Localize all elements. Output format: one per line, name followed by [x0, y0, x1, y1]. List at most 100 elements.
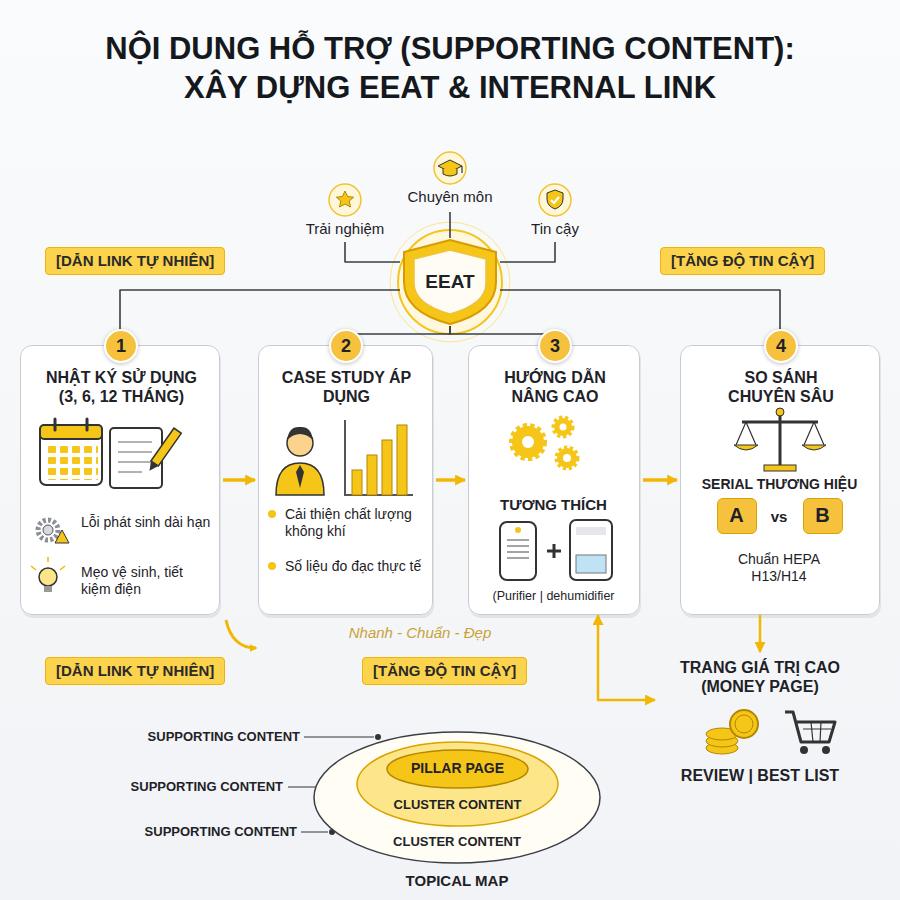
gears-icon	[560, 424, 567, 431]
flow-arrow	[226, 620, 256, 648]
scales-icon	[764, 465, 796, 471]
cart-icon	[803, 722, 831, 742]
node-text: [TĂNG ĐỘ TIN CẬY]	[671, 252, 814, 270]
scales-icon	[776, 408, 784, 416]
node-text: PILLAR PAGE	[385, 760, 530, 777]
flow-arrow	[759, 615, 762, 652]
scales-icon	[736, 422, 824, 445]
node-text: Số liệu đo đạc thực tế	[285, 558, 425, 575]
eeat-shield: EEAT	[400, 238, 500, 326]
callout-label: SUPPORTING CONTENT	[132, 824, 297, 840]
node-text: 1	[106, 331, 136, 361]
step-number: 2	[329, 329, 363, 363]
callout-label: SUPPORTING CONTENT	[135, 729, 300, 745]
node-text: Cải thiện chất lượng không khí	[285, 506, 425, 540]
calendar-icon	[40, 425, 102, 439]
person-icon	[296, 465, 304, 488]
node-text: Lỗi phát sinh dài hạn	[81, 514, 211, 531]
card-fill	[258, 345, 433, 615]
node-text: SO SÁNH CHUYÊN SÂU	[716, 368, 846, 406]
eeat-halo	[390, 222, 510, 342]
bulb-icon	[31, 557, 65, 592]
gears-icon	[512, 418, 577, 468]
brand-box: A	[717, 498, 757, 534]
eeat-halo	[398, 230, 502, 334]
dehumidifier-icon	[576, 555, 606, 573]
trust-icon	[551, 197, 559, 203]
node-text: CASE STUDY ÁP DỤNG	[281, 368, 412, 406]
trust-icon	[547, 190, 563, 209]
content-card: HƯỚNG DẪN NÂNG CAOTƯƠNG THÍCH(Purifier |…	[468, 345, 640, 615]
gears-icon	[522, 436, 534, 448]
node-text: Tin cậy	[505, 220, 605, 238]
diagram-title: NỘI DUNG HỖ TRỢ (SUPPORTING CONTENT): XÂ…	[80, 30, 820, 108]
scales-icon	[734, 445, 758, 450]
experience-icon	[336, 191, 353, 207]
node-text: Chuyên môn	[400, 188, 500, 206]
calendar-icon	[48, 446, 98, 480]
content-card: CASE STUDY ÁP DỤNG Cải thiện chất lượng k…	[258, 345, 433, 615]
topic-ring: CLUSTER CONTENT PILLAR PAGE	[355, 740, 560, 828]
dehumidifier-icon	[570, 520, 612, 580]
warning-gear-icon	[38, 520, 58, 540]
tag-badge: [DẪN LINK TỰ NHIÊN]	[45, 247, 225, 275]
pillar-ellipse: PILLAR PAGE	[385, 748, 530, 790]
purifier-icon	[507, 540, 529, 558]
coins-icon	[730, 710, 758, 738]
map-caption: TOPICAL MAP	[357, 872, 557, 890]
node-text: [TĂNG ĐỘ TIN CẬY]	[373, 662, 516, 680]
node-text: 2	[331, 331, 361, 361]
bulb-icon	[44, 586, 52, 592]
node-text: NHẬT KÝ SỬ DỤNG (3, 6, 12 THÁNG)	[39, 368, 204, 406]
bar-chart-icon	[345, 420, 413, 495]
tag-badge: [TĂNG ĐỘ TIN CẬY]	[660, 247, 825, 275]
tag-badge: [DẪN LINK TỰ NHIÊN]	[45, 657, 225, 685]
trust-icon	[539, 184, 571, 216]
bar-chart-icon	[397, 425, 407, 495]
calendar-icon	[40, 425, 102, 485]
node-text: Chuẩn HEPA H13/H14	[719, 551, 839, 585]
gears-icon	[512, 426, 544, 458]
content-card: SO SÁNH CHUYÊN SÂUSERIAL THƯƠNG HIỆUvsCh…	[680, 345, 880, 615]
bullet-dot	[268, 510, 276, 518]
node-text: HƯỚNG DẪN NÂNG CAO	[490, 368, 620, 406]
node-text: EEAT	[400, 271, 500, 294]
calendar-icon	[86, 419, 89, 430]
cart-icon	[822, 746, 830, 754]
node-text: 4	[766, 331, 796, 361]
cart-icon	[800, 746, 808, 754]
eeat-halo	[390, 222, 510, 342]
warning-gear-icon	[55, 530, 69, 543]
content-card: NHẬT KÝ SỬ DỤNG (3, 6, 12 THÁNG) Lỗi phát…	[20, 345, 220, 615]
calendar-icon	[54, 419, 57, 430]
bar-chart-icon	[352, 470, 362, 495]
node-text: Trải nghiệm	[295, 220, 395, 238]
node-text: CLUSTER CONTENT	[355, 797, 560, 813]
node-text: 3	[540, 331, 570, 361]
scales-icon	[802, 445, 826, 450]
node-text: [DẪN LINK TỰ NHIÊN]	[56, 252, 214, 270]
bar-chart-icon	[382, 440, 392, 495]
gears-icon	[557, 448, 577, 468]
gears-icon	[554, 418, 572, 436]
flow-arrow	[643, 478, 677, 482]
node-text: [DẪN LINK TỰ NHIÊN]	[56, 662, 214, 680]
ellipse-outline	[357, 742, 558, 826]
topic-ring: CLUSTER CONTENTCLUSTER CONTENT PILLAR PAG…	[312, 730, 602, 865]
node-text: SERIAL THƯƠNG HIỆU	[681, 476, 878, 493]
card-fill	[20, 345, 220, 615]
experience-icon	[329, 184, 361, 216]
brand-box: B	[803, 498, 843, 534]
node-text: A	[718, 499, 755, 532]
person-icon	[276, 427, 324, 495]
experience-icon	[329, 184, 361, 216]
step-number: 1	[104, 329, 138, 363]
step-number: 3	[538, 329, 572, 363]
tree-connector	[500, 242, 555, 262]
bar-chart-icon	[367, 455, 377, 495]
scales-icon	[742, 421, 818, 424]
dehumidifier-icon	[576, 527, 606, 535]
scales-icon	[734, 408, 826, 471]
bulb-icon	[39, 568, 57, 586]
